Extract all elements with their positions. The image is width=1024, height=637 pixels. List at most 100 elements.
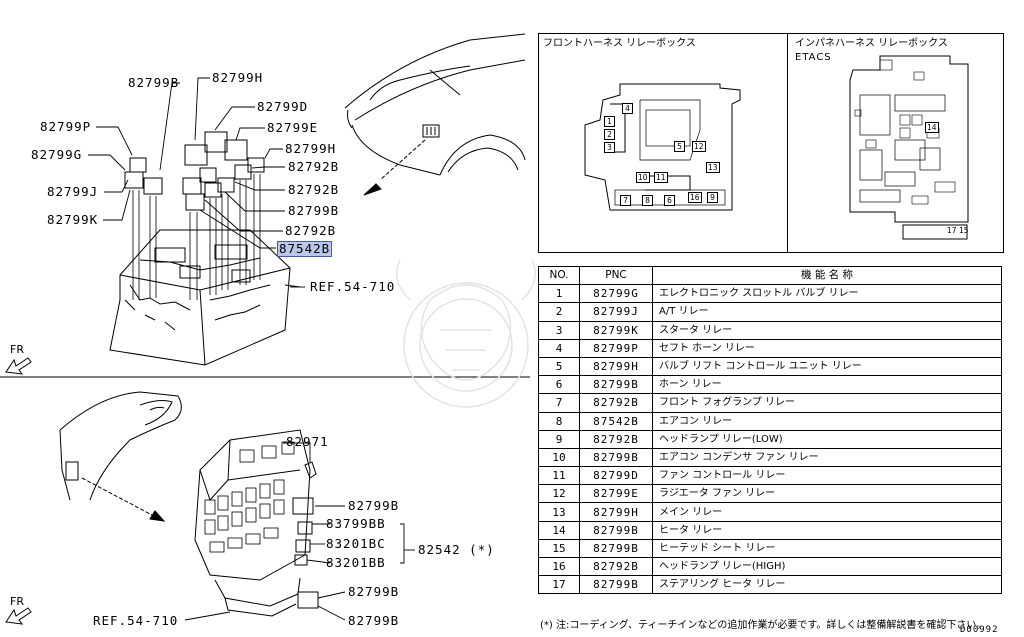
row-number: 17 xyxy=(538,575,580,595)
part-number: 82799J xyxy=(579,302,653,322)
slot-3: 3 xyxy=(604,142,615,153)
row-number: 8 xyxy=(538,411,580,431)
slot-16: 16 xyxy=(688,192,702,203)
function-name: A/T リレー xyxy=(652,302,1002,322)
callout-82799b-lower-3: 82799B xyxy=(348,613,400,628)
part-number: 82792B xyxy=(579,556,653,577)
function-name: セフト ホーン リレー xyxy=(652,338,1002,358)
callout-82799b-lower-1: 82799B xyxy=(348,498,400,513)
slot-17: 17 xyxy=(947,226,957,235)
slot-11: 11 xyxy=(654,172,668,183)
header-no: NO. xyxy=(538,265,580,286)
part-number: 82799B xyxy=(579,575,653,595)
part-number: 82799D xyxy=(579,466,653,486)
callout-83201bb: 83201BB xyxy=(326,555,386,570)
slot-6: 6 xyxy=(664,195,675,206)
row-number: 6 xyxy=(538,375,580,395)
part-number: 82799B xyxy=(579,375,653,395)
slot-10: 10 xyxy=(636,172,650,183)
header-function-name: 機 能 名 称 xyxy=(652,265,1002,286)
footnote: (*) 注:コーディング、ティーチインなどの追加作業が必要です。詳しくは整備解説… xyxy=(540,620,987,631)
front-relay-box-title: フロントハーネス リレーボックス xyxy=(543,38,696,49)
table-header-row: NO. PNC 機 能 名 称 xyxy=(538,265,1002,286)
ref-label-upper: REF.54-710 xyxy=(310,279,396,294)
callout-82971: 82971 xyxy=(286,434,329,449)
part-number: 82799G xyxy=(579,284,653,304)
function-name: ヘッドランプ リレー(LOW) xyxy=(652,429,1002,449)
watermark-logo xyxy=(396,259,536,408)
part-number: 82799K xyxy=(579,320,653,340)
function-name: エアコン コンデンサ ファン リレー xyxy=(652,447,1002,468)
ref-label-lower: REF.54-710 xyxy=(93,613,179,628)
fr-direction-label-lower: FR xyxy=(10,595,24,608)
part-number: 82799P xyxy=(579,338,653,358)
row-number: 15 xyxy=(538,538,580,559)
slot-7: 7 xyxy=(620,195,631,206)
callout-82792b-1: 82792B xyxy=(288,159,340,174)
function-name: エレクトロニック スロットル バルブ リレー xyxy=(652,284,1002,304)
panel-divider xyxy=(787,34,788,252)
header-pnc: PNC xyxy=(579,265,653,286)
row-number: 16 xyxy=(538,556,580,577)
callout-87542b-highlighted[interactable]: 87542B xyxy=(277,241,333,257)
fr-direction-label-upper: FR xyxy=(10,343,24,356)
callout-82799e: 82799E xyxy=(267,120,319,135)
callout-83799bb: 83799BB xyxy=(326,516,386,531)
callout-82799h: 82799H xyxy=(285,141,337,156)
callout-83201bc: 83201BC xyxy=(326,536,386,551)
row-number: 11 xyxy=(538,466,580,486)
part-number: 82799B xyxy=(579,447,653,468)
callout-82799g: 82799G xyxy=(31,147,83,162)
row-number: 7 xyxy=(538,393,580,413)
function-name: ステアリング ヒータ リレー xyxy=(652,575,1002,595)
callout-82799j: 82799J xyxy=(47,184,99,199)
function-name: ヒータ リレー xyxy=(652,520,1002,540)
row-number: 9 xyxy=(538,429,580,449)
function-name: ホーン リレー xyxy=(652,375,1002,395)
function-name: メイン リレー xyxy=(652,502,1002,522)
slot-1: 1 xyxy=(604,116,615,127)
callout-82799p: 82799P xyxy=(40,119,92,134)
instrument-relay-box-title: インパネハーネス リレーボックス xyxy=(795,38,948,49)
row-number: 4 xyxy=(538,338,580,358)
slot-2: 2 xyxy=(604,129,615,140)
function-name: ヒーテッド シート リレー xyxy=(652,538,1002,559)
row-number: 12 xyxy=(538,484,580,504)
slot-15: 15 xyxy=(959,226,969,235)
row-number: 14 xyxy=(538,520,580,540)
part-number: 82799B xyxy=(579,520,653,540)
part-number: 82792B xyxy=(579,393,653,413)
callout-82542: 82542 (*) xyxy=(418,542,495,557)
part-number: 82799E xyxy=(579,484,653,504)
callout-82799h-top: 82799H xyxy=(212,70,264,85)
callout-82799d: 82799D xyxy=(257,99,309,114)
slot-5: 5 xyxy=(674,141,685,152)
slot-4: 4 xyxy=(622,103,633,114)
callout-82799b-top: 82799B xyxy=(128,75,180,90)
slot-14: 14 xyxy=(925,122,939,133)
function-name: ファン コントロール リレー xyxy=(652,466,1002,486)
callout-82792b-2: 82792B xyxy=(288,182,340,197)
function-name: ラジエータ ファン リレー xyxy=(652,484,1002,504)
slot-12: 12 xyxy=(692,141,706,152)
diagram-code: D00992 xyxy=(960,625,999,635)
slot-13: 13 xyxy=(706,162,720,173)
